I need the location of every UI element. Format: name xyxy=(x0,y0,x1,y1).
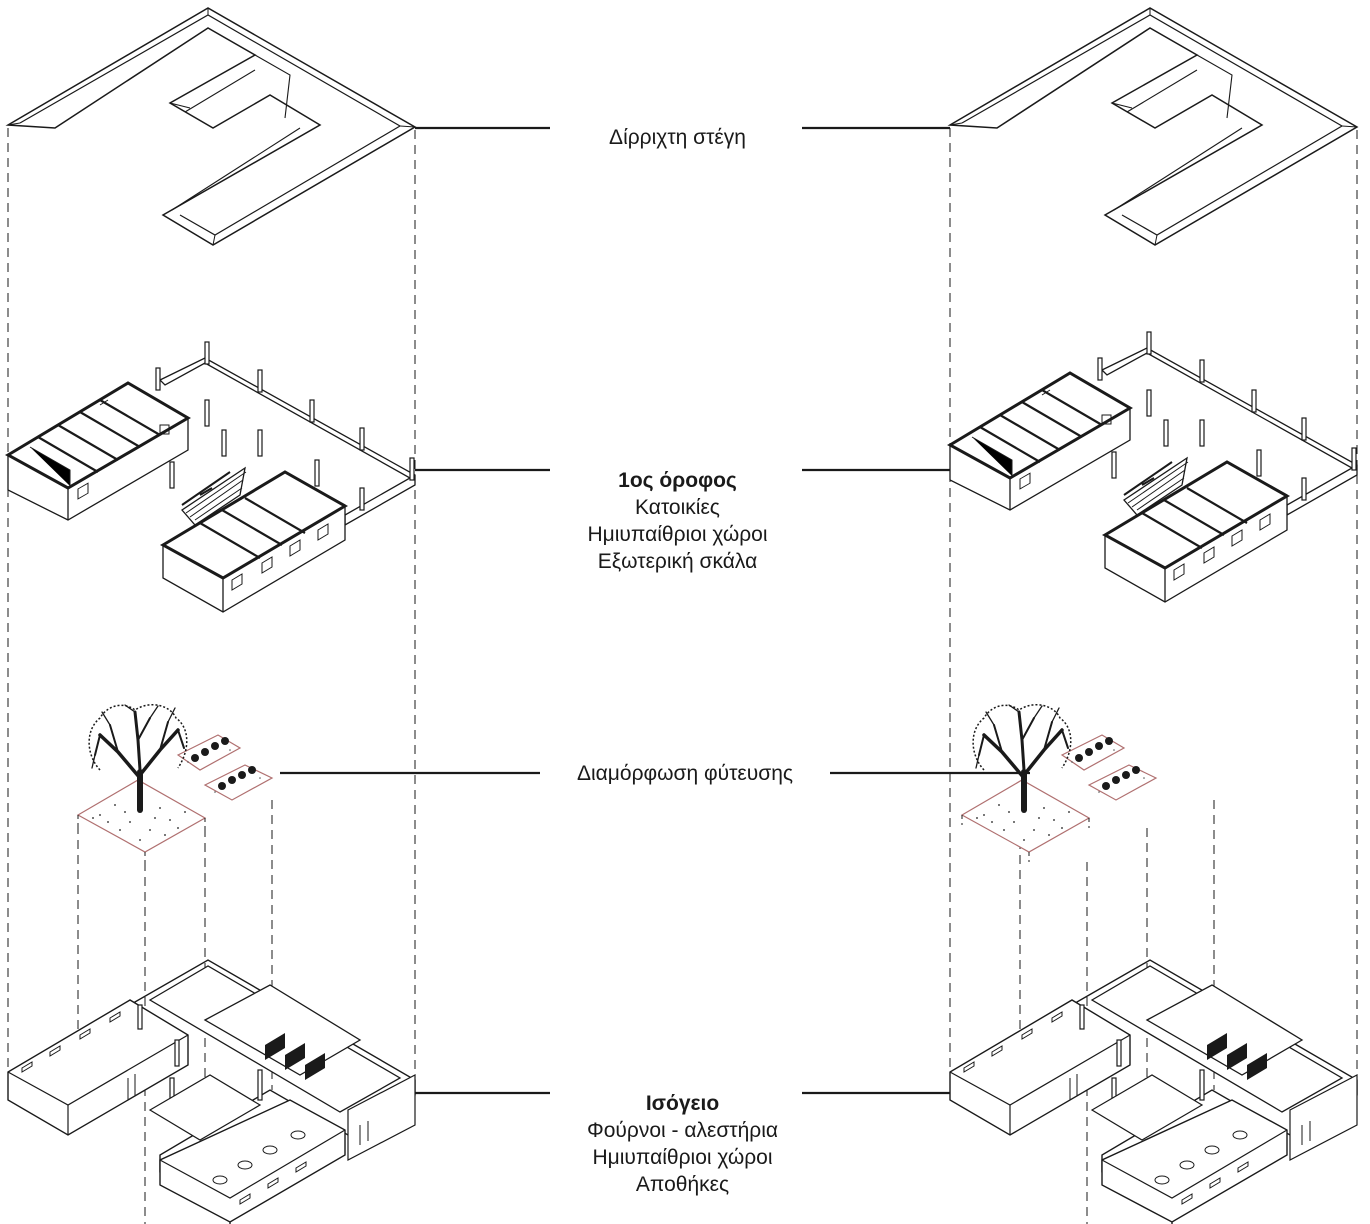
ground-floor-line: Φούρνοι - αλεστήρια xyxy=(586,1119,779,1142)
right-first-floor-model xyxy=(948,330,1359,604)
first-floor-label: 1ος όροφος Κατοικίες Ημιυπαίθριοι χώροι … xyxy=(555,467,800,575)
roof-label: Δίρριχτη στέγη xyxy=(555,124,800,151)
ground-floor-title: Ισόγειο xyxy=(645,1092,720,1115)
first-floor-line: Εξωτερική σκάλα xyxy=(597,550,758,573)
planting-label: Διαμόρφωση φύτευσης xyxy=(540,760,830,787)
first-floor-title: 1ος όροφος xyxy=(618,469,737,492)
left-planting-model xyxy=(78,705,272,862)
ground-floor-line: Αποθήκες xyxy=(635,1173,730,1196)
leader-lines xyxy=(280,126,1030,1095)
right-axonometric-model xyxy=(948,7,1359,1224)
left-ground-floor-model xyxy=(7,959,416,1224)
first-floor-line: Κατοικίες xyxy=(635,496,720,519)
right-roof-model xyxy=(949,7,1358,246)
left-first-floor-model xyxy=(6,340,417,614)
left-roof-model xyxy=(7,7,416,246)
ground-floor-label: Ισόγειο Φούρνοι - αλεστήρια Ημιυπαίθριοι… xyxy=(555,1090,810,1198)
ground-floor-line: Ημιυπαίθριοι χώροι xyxy=(592,1146,773,1169)
roof-title: Δίρριχτη στέγη xyxy=(609,126,746,149)
left-axonometric-model xyxy=(6,7,417,1224)
first-floor-line: Ημιυπαίθριοι χώροι xyxy=(587,523,768,546)
planting-title: Διαμόρφωση φύτευσης xyxy=(576,762,794,785)
right-planting-model xyxy=(962,705,1156,862)
right-ground-floor-model xyxy=(949,959,1358,1224)
